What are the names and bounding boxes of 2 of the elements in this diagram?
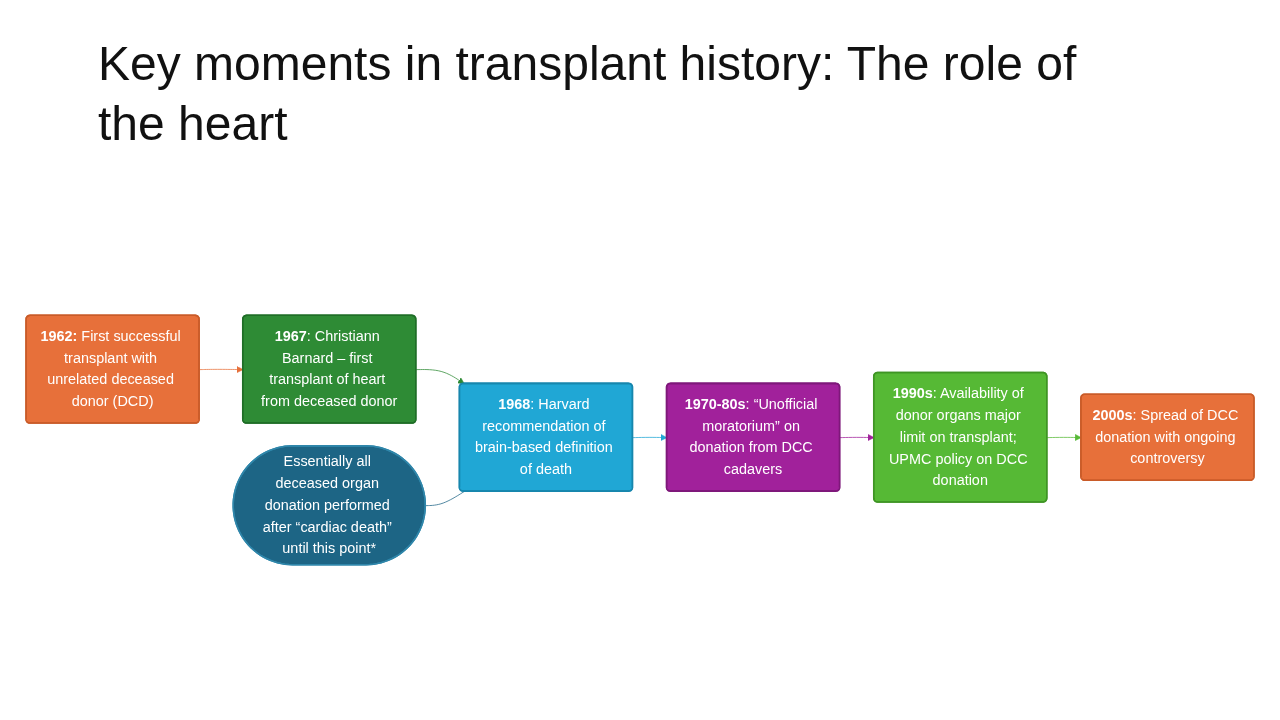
title: Key moments in transplant history: The role of the heart (97, 36, 1078, 152)
connector (425, 491, 465, 506)
